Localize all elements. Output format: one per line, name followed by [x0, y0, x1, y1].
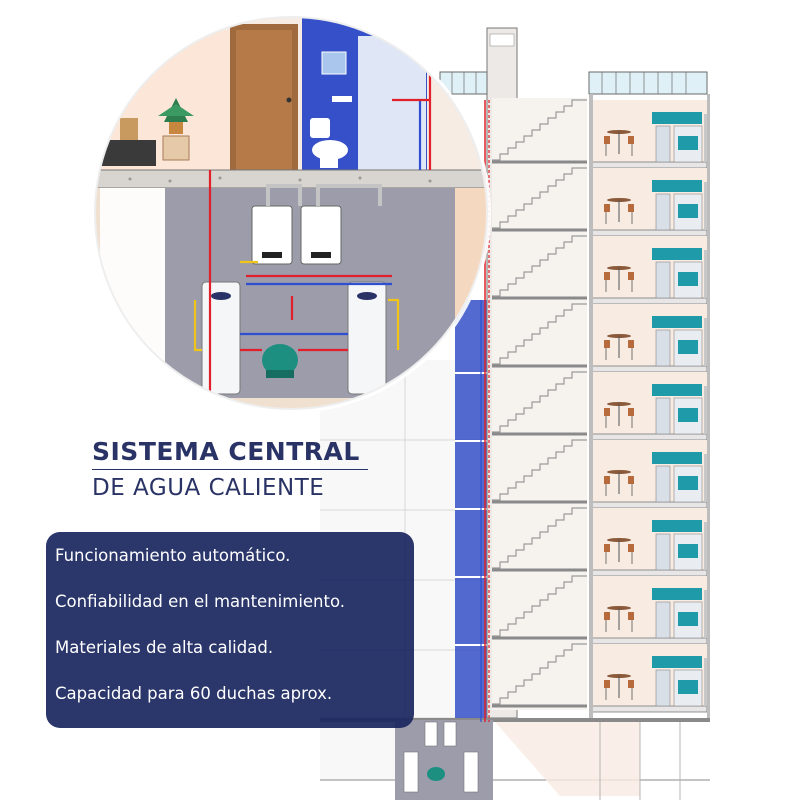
stairs-icon: [490, 96, 589, 712]
tankless-heater-icon: [251, 205, 342, 265]
title-block: SISTEMA CENTRAL DE AGUA CALIENTE: [92, 437, 372, 502]
feature-item: Funcionamiento automático.: [55, 546, 291, 565]
feature-item: Materiales de alta calidad.: [55, 638, 274, 657]
title-divider: [92, 469, 368, 470]
kitchen-icon: [591, 99, 708, 713]
features-panel: Funcionamiento automático. Confiabilidad…: [46, 532, 414, 728]
storage-water-heater-icon: [201, 281, 387, 395]
page-title: SISTEMA CENTRAL: [92, 437, 360, 466]
page-subtitle: DE AGUA CALIENTE: [92, 475, 325, 501]
feature-item: Capacidad para 60 duchas aprox.: [55, 684, 333, 703]
expansion-tank-icon: [262, 344, 298, 378]
toilet-icon: [310, 118, 348, 168]
feature-item: Confiabilidad en el mantenimiento.: [55, 592, 346, 611]
building-section: [320, 27, 710, 800]
door-icon: [230, 24, 298, 170]
plant-icon: [158, 98, 194, 161]
